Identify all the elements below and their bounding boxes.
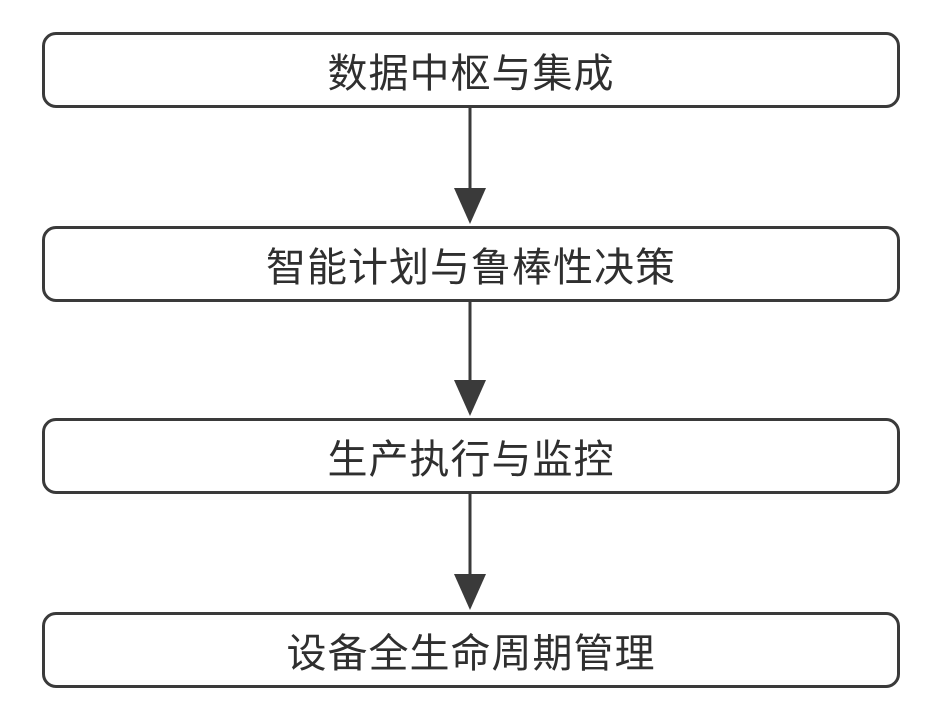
arrow-1-to-2 [454,108,486,224]
step-label: 生产执行与监控 [328,427,615,485]
step-box-data-hub: 数据中枢与集成 [42,32,900,108]
step-box-equipment: 设备全生命周期管理 [42,612,900,688]
step-label: 设备全生命周期管理 [287,621,656,679]
step-label: 智能计划与鲁棒性决策 [266,235,676,293]
arrow-2-to-3 [454,302,486,416]
step-label: 数据中枢与集成 [328,41,615,99]
step-box-execution: 生产执行与监控 [42,418,900,494]
arrow-3-to-4 [454,494,486,610]
step-box-planning: 智能计划与鲁棒性决策 [42,226,900,302]
